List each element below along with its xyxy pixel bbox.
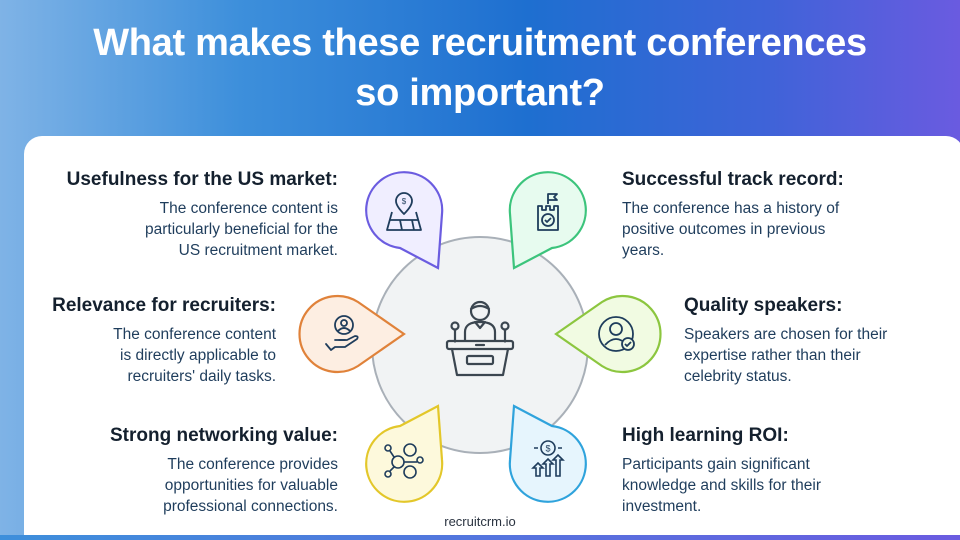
network-people-icon	[384, 443, 424, 479]
item-quality-speakers: Quality speakers: Speakers are chosen fo…	[684, 294, 960, 387]
item-usefulness: Usefulness for the US market: The confer…	[38, 168, 338, 261]
verified-person-icon	[598, 316, 635, 352]
item-networking: Strong networking value: The conference …	[38, 424, 338, 517]
quality-speakers-icon-badge	[554, 292, 662, 376]
item-title: Relevance for recruiters:	[52, 295, 276, 316]
title-line-1: What makes these recruitment conferences	[93, 22, 867, 64]
item-title: High learning ROI:	[622, 425, 789, 446]
learning-roi-icon-badge: $	[506, 404, 590, 503]
teardrop-shape	[554, 294, 662, 374]
networking-icon-badge	[362, 404, 446, 503]
brand-footer: recruitcrm.io	[444, 514, 516, 529]
item-title: Successful track record:	[622, 169, 844, 190]
item-track-record: Successful track record: The conference …	[622, 168, 922, 261]
item-description: The conference content is directly appli…	[113, 326, 276, 385]
item-description: Participants gain significant knowledge …	[622, 456, 822, 515]
item-description: The conference content is particularly b…	[145, 200, 338, 259]
title-line-2: so important?	[355, 72, 605, 114]
item-description: Speakers are chosen for their expertise …	[684, 326, 888, 385]
svg-text:$: $	[402, 197, 407, 206]
item-title: Usefulness for the US market:	[66, 169, 338, 190]
item-title: Strong networking value:	[109, 425, 338, 446]
speaker-podium-icon	[445, 300, 515, 377]
item-learning-roi: High learning ROI: Participants gain sig…	[622, 424, 922, 517]
item-description: The conference provides opportunities fo…	[163, 456, 338, 515]
item-title: Quality speakers:	[684, 295, 843, 316]
item-description: The conference has a history of positive…	[622, 200, 840, 259]
relevance-icon-badge	[296, 292, 406, 376]
castle-flag-check-icon	[537, 193, 559, 231]
dollar-growth-icon: $	[531, 440, 565, 477]
teardrop-shape	[298, 294, 406, 374]
map-dollar-pin-icon: $	[386, 192, 422, 231]
teardrop-shape	[508, 404, 587, 503]
page-title: What makes these recruitment conferences…	[0, 18, 960, 118]
usefulness-icon-badge: $	[362, 170, 446, 270]
item-relevance: Relevance for recruiters: The conference…	[0, 294, 276, 387]
track-record-icon-badge	[506, 170, 590, 270]
hand-person-icon	[325, 315, 359, 351]
teardrop-shape	[365, 404, 444, 503]
svg-text:$: $	[545, 444, 550, 454]
bottom-gradient-bar	[0, 535, 960, 540]
